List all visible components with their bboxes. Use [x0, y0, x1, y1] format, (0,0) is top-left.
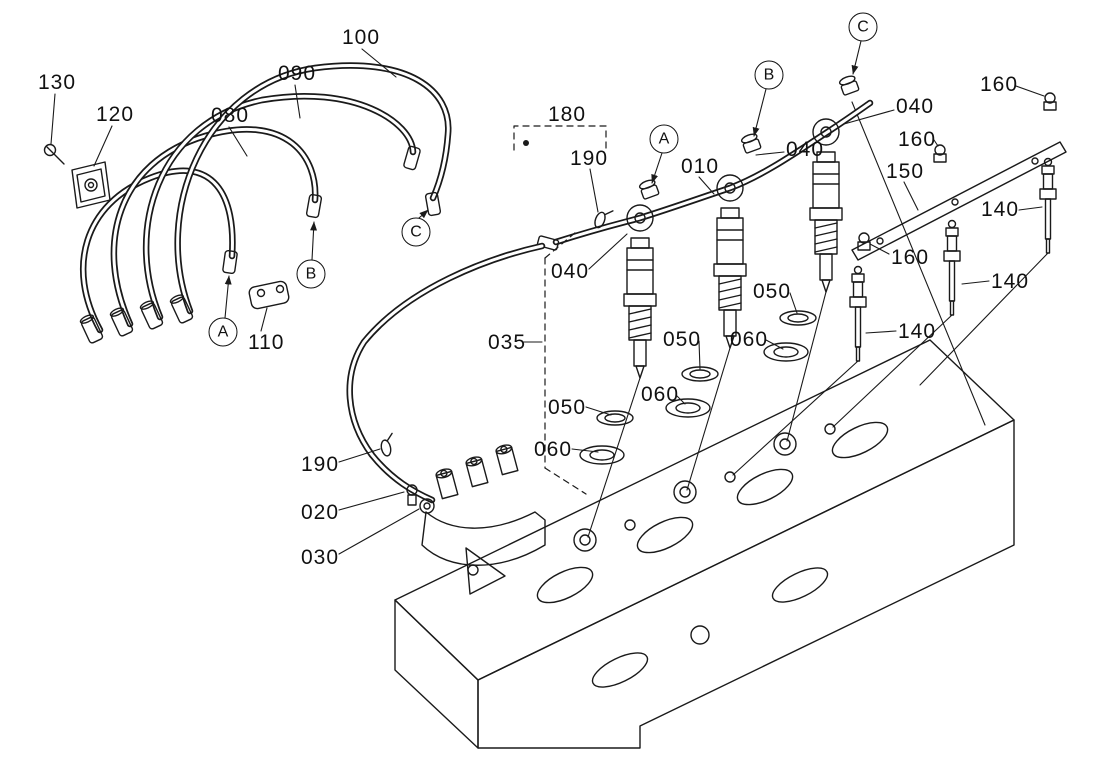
match-mark-a-bottom: A — [208, 317, 238, 347]
match-arrows — [224, 40, 862, 319]
callout-050-b: 050 — [663, 328, 702, 351]
callout-190-bottom: 190 — [301, 453, 340, 476]
callout-100: 100 — [342, 26, 381, 49]
mount-screw — [43, 143, 65, 165]
callout-120: 120 — [96, 103, 135, 126]
callout-180: 180 — [548, 103, 587, 126]
valve-020 — [406, 484, 418, 506]
pipe-clamp — [248, 280, 290, 310]
cylinder-head — [394, 339, 1015, 749]
callout-020: 020 — [301, 501, 340, 524]
callout-050-a: 050 — [548, 396, 587, 419]
callout-040-b: 040 — [786, 138, 825, 161]
washer-030 — [419, 498, 435, 514]
callout-060-a: 060 — [534, 438, 573, 461]
callout-090: 090 — [278, 62, 317, 85]
callout-060-b: 060 — [641, 383, 680, 406]
mount-plate — [71, 161, 111, 209]
callout-190-top: 190 — [570, 147, 609, 170]
callout-140-right: 140 — [981, 198, 1020, 221]
injection-pump-top — [406, 444, 546, 595]
callout-140-mid: 140 — [991, 270, 1030, 293]
callout-160-low: 160 — [891, 246, 930, 269]
callout-040-a: 040 — [551, 260, 590, 283]
callout-150: 150 — [886, 160, 925, 183]
hose-dot — [523, 140, 529, 146]
glow-plug-rail — [851, 141, 1067, 261]
callout-010: 010 — [681, 155, 720, 178]
callout-040-c: 040 — [896, 95, 935, 118]
leak-off-pipe-assembly — [536, 75, 874, 251]
callout-030: 030 — [301, 546, 340, 569]
match-mark-b-top: B — [754, 60, 784, 90]
callout-060-c: 060 — [730, 328, 769, 351]
match-mark-c-top: C — [848, 12, 878, 42]
callout-160-mid: 160 — [898, 128, 937, 151]
callout-050-c: 050 — [753, 280, 792, 303]
leader-lines — [50, 48, 1045, 555]
match-mark-b-bottom: B — [296, 259, 326, 289]
callout-110: 110 — [248, 331, 285, 354]
overflow-hose — [346, 242, 546, 504]
assembly-guide-lines — [587, 101, 1049, 538]
pipe-fittings — [78, 145, 442, 345]
callout-140-left: 140 — [898, 320, 937, 343]
callout-080: 080 — [211, 104, 250, 127]
callout-130: 130 — [38, 71, 77, 94]
match-mark-c-bottom: C — [401, 217, 431, 247]
injection-pipes — [79, 62, 452, 334]
callout-160-top: 160 — [980, 73, 1019, 96]
glow-plugs — [849, 157, 1057, 362]
hose-clips — [380, 210, 614, 457]
match-mark-a-top: A — [649, 124, 679, 154]
dashed-boundaries — [513, 125, 607, 495]
callout-035: 035 — [488, 331, 527, 354]
